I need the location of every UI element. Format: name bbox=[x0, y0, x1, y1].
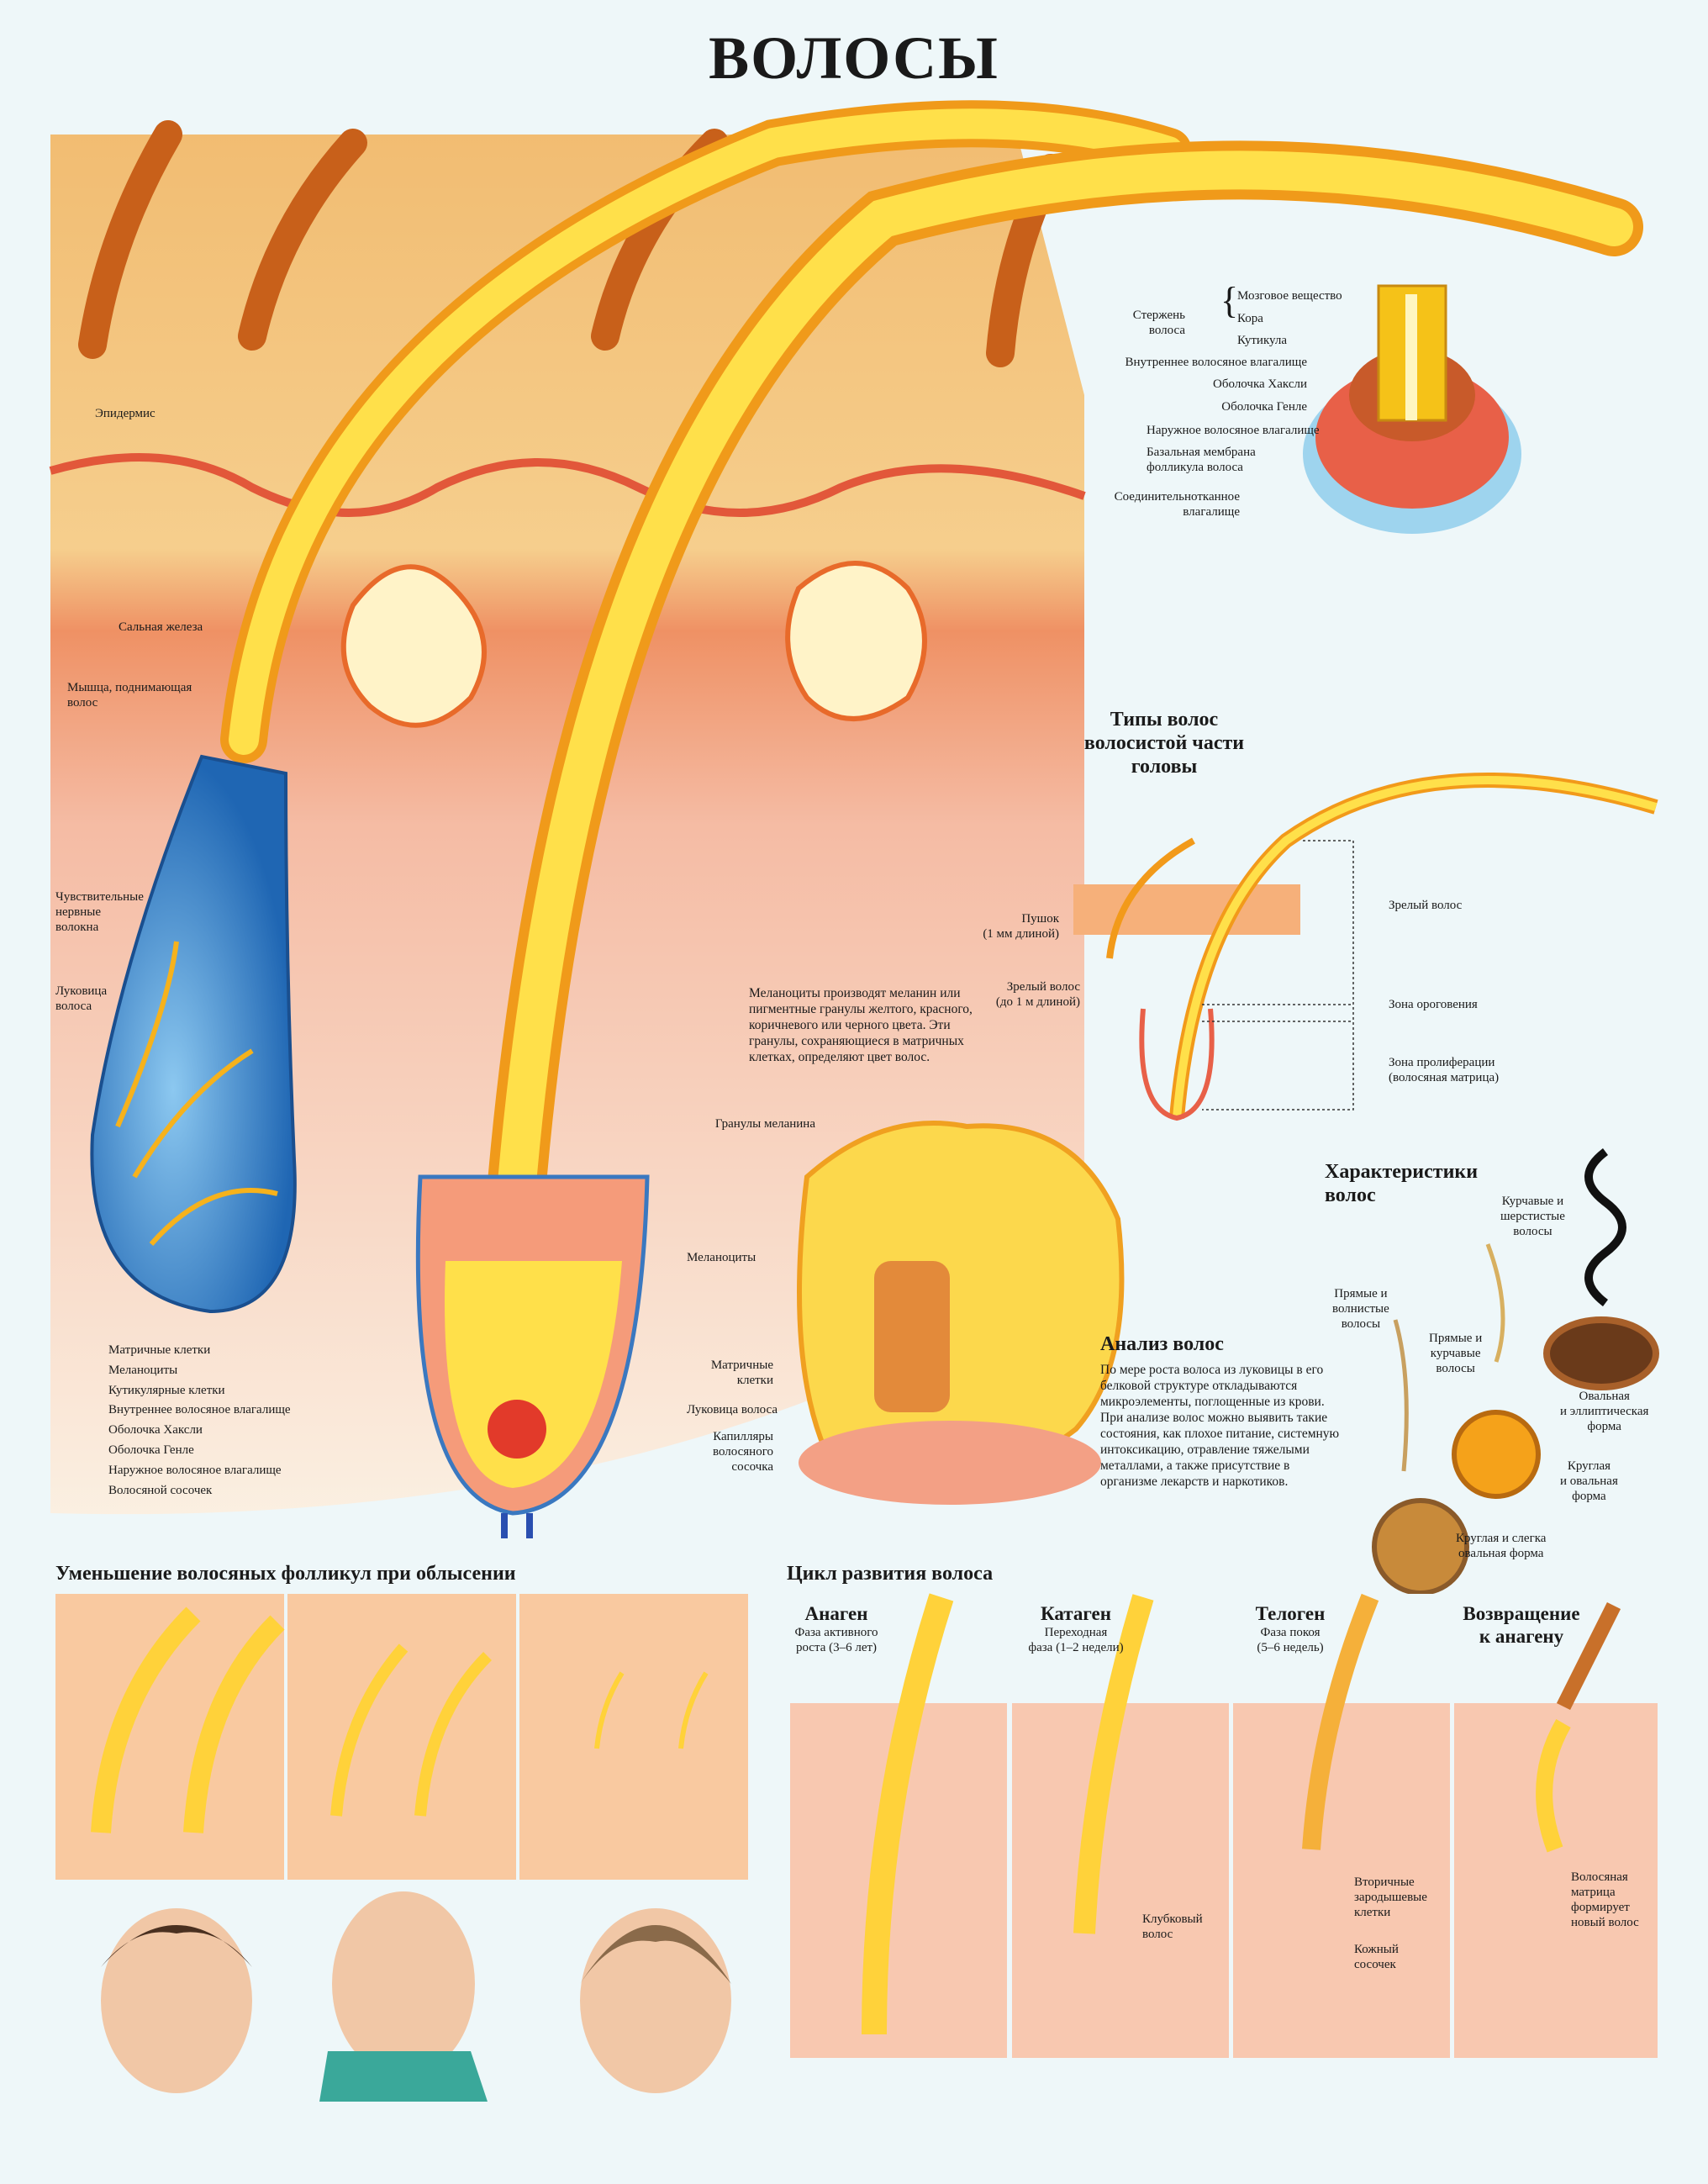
analysis-text: По мере роста волоса из луковицы в его б… bbox=[1100, 1363, 1340, 1489]
stage-desc: Фаза покоя (5–6 недель) bbox=[1257, 1626, 1324, 1654]
shaft-part: Кора bbox=[1237, 311, 1263, 325]
label-matrix-cells: Матричные клетки bbox=[710, 1358, 773, 1387]
label-nerve-fibers: Чувствительные нервные волокна bbox=[55, 890, 144, 934]
poster-title: ВОЛОСЫ bbox=[709, 24, 999, 92]
bulb-layer: Волосяной сосочек bbox=[108, 1483, 213, 1497]
stage-desc: Фаза активного роста (3–6 лет) bbox=[794, 1626, 878, 1654]
heads bbox=[101, 1891, 731, 2102]
stage-name: Анаген bbox=[804, 1603, 868, 1624]
char-straight-wavy: Прямые и волнистые волосы bbox=[1332, 1287, 1389, 1331]
hair-shafts bbox=[220, 100, 1643, 1416]
brace: { bbox=[1220, 280, 1239, 321]
bulb-layer-list: Матричные клетки Меланоциты Кутикулярные… bbox=[108, 1341, 291, 1501]
label-new-matrix: Волосяная матрица формирует новый волос bbox=[1571, 1870, 1639, 1929]
bulb-layer: Кутикулярные клетки bbox=[108, 1383, 225, 1397]
bulb-layer: Меланоциты bbox=[108, 1363, 178, 1377]
stage-name: Катаген bbox=[1041, 1603, 1111, 1624]
cross-layer: Оболочка Хаксли bbox=[1213, 377, 1307, 391]
stage-name: Возвращение к анагену bbox=[1463, 1603, 1580, 1647]
label-bulb-bracket: Луковица волоса bbox=[687, 1403, 778, 1416]
label-melanin-granules: Гранулы меланина bbox=[714, 1117, 815, 1131]
cross-layer: Внутреннее волосяное влагалище bbox=[1125, 356, 1307, 369]
shaft-part: Кутикула bbox=[1237, 334, 1288, 347]
hair-characteristics bbox=[1372, 1148, 1659, 1596]
label-melanocytes: Меланоциты bbox=[687, 1251, 756, 1264]
shaft-parts: Мозговое вещество Кора Кутикула bbox=[1237, 285, 1342, 352]
hair-bulb-section bbox=[415, 1174, 650, 1538]
label-club-hair: Клубковый волос bbox=[1142, 1912, 1203, 1941]
label-dermal-papilla: Кожный сосочек bbox=[1354, 1943, 1399, 1971]
cross-layer: Базальная мембрана фолликула волоса bbox=[1147, 446, 1256, 474]
cycle-heading: Цикл развития волоса bbox=[787, 1563, 994, 1585]
melanocyte-note: Меланоциты производят меланин или пигмен… bbox=[749, 986, 973, 1064]
char-round-slightly-oval: Круглая и слегка овальная форма bbox=[1456, 1532, 1547, 1560]
baldness-panels bbox=[55, 1594, 748, 1880]
label-arrector-muscle: Мышца, поднимающая волос bbox=[67, 681, 192, 710]
cross-layer: Оболочка Генле bbox=[1221, 400, 1307, 414]
stage-return-anagen: Возвращение к анагену bbox=[1429, 1602, 1614, 1648]
shaft-part: Мозговое вещество bbox=[1237, 289, 1342, 303]
stage-desc: Переходная фаза (1–2 недели) bbox=[1028, 1626, 1124, 1654]
bulb-layer: Матричные клетки bbox=[108, 1343, 211, 1357]
cross-layer: Соединительнотканное влагалище bbox=[1114, 490, 1240, 519]
melanocyte-closeup bbox=[797, 1121, 1125, 1505]
characteristics-heading: Характеристики волос bbox=[1325, 1161, 1479, 1206]
char-oval-elliptic: Овальная и эллиптическая форма bbox=[1560, 1390, 1649, 1433]
cross-section bbox=[1303, 284, 1521, 534]
label-hair-shaft: Стержень волоса bbox=[1132, 309, 1185, 337]
bulb-layer: Внутреннее волосяное влагалище bbox=[108, 1403, 291, 1417]
sebaceous-glands bbox=[340, 561, 927, 728]
baldness-heading: Уменьшение волосяных фолликул при облысе… bbox=[55, 1563, 516, 1585]
bulb-layer: Оболочка Хаксли bbox=[108, 1423, 203, 1438]
cross-layer: Наружное волосяное влагалище bbox=[1147, 424, 1320, 437]
hair-bulb-blue bbox=[90, 754, 297, 1314]
label-proliferation-zone: Зона пролиферации (волосяная матрица) bbox=[1389, 1056, 1500, 1084]
bulb-layer: Оболочка Генле bbox=[108, 1443, 194, 1457]
label-epidermis: Эпидермис bbox=[95, 407, 156, 420]
label-keratinization-zone: Зона ороговения bbox=[1389, 998, 1478, 1011]
stage-name: Телоген bbox=[1255, 1603, 1326, 1624]
label-terminal-hair-left: Зрелый волос (до 1 м длиной) bbox=[995, 980, 1080, 1009]
char-round-oval: Круглая и овальная форма bbox=[1560, 1459, 1618, 1503]
hair-types-diagram bbox=[1073, 773, 1658, 1121]
analysis-heading: Анализ волос bbox=[1100, 1333, 1224, 1355]
label-sebaceous-gland: Сальная железа bbox=[119, 620, 203, 634]
label-secondary-germ: Вторичные зародышевые клетки bbox=[1354, 1875, 1427, 1919]
char-curly-woolly: Курчавые и шерстистые волосы bbox=[1500, 1195, 1565, 1238]
label-terminal-hair-right: Зрелый волос bbox=[1389, 899, 1463, 912]
label-capillaries: Капилляры волосяного сосочка bbox=[712, 1430, 773, 1474]
char-straight-curly: Прямые и курчавые волосы bbox=[1429, 1332, 1483, 1375]
cycle-panels bbox=[790, 1593, 1658, 2058]
label-vellus: Пушок (1 мм длиной) bbox=[983, 912, 1059, 941]
hair-types-heading: Типы волос волосистой части головы bbox=[1083, 709, 1245, 778]
label-hair-bulb: Луковица волоса bbox=[55, 984, 108, 1013]
bulb-layer: Наружное волосяное влагалище bbox=[108, 1463, 282, 1477]
